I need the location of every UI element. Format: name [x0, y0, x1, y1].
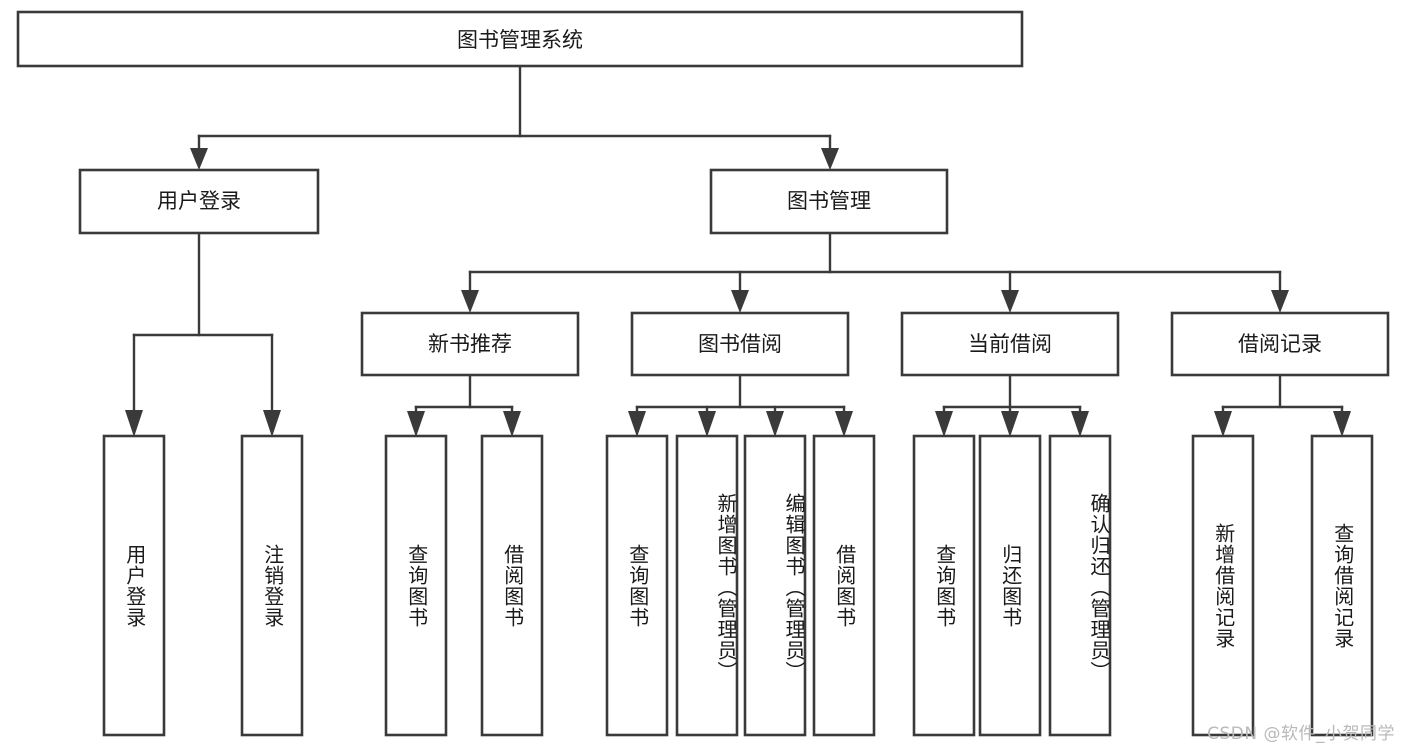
node-user-login[interactable]: [78, 168, 320, 235]
node-current-borrow-label: 当前借阅: [968, 332, 1052, 356]
arrow-head-current-borrow: [1001, 290, 1019, 313]
node-leaf-user-login[interactable]: [102, 434, 166, 737]
arrow-head-leaf-borrow-book-2: [835, 411, 853, 437]
node-leaf-query-record[interactable]: [1310, 434, 1374, 737]
node-borrow-record[interactable]: [1170, 311, 1390, 377]
node-leaf-query-book-2[interactable]: [605, 434, 669, 737]
node-leaf-return-book[interactable]: [978, 434, 1042, 737]
node-leaf-query-book-1[interactable]: [384, 434, 448, 737]
arrow-head-leaf-user-logout: [263, 410, 281, 437]
node-leaf-add-record[interactable]: [1191, 434, 1255, 737]
node-leaf-edit-book[interactable]: [743, 434, 807, 737]
arrow-head-book-borrow: [731, 290, 749, 313]
node-leaf-confirm-return[interactable]: [1048, 434, 1112, 737]
arrow-head-leaf-edit-book: [766, 411, 784, 437]
node-leaf-add-book[interactable]: [675, 434, 739, 737]
arrow-head-leaf-confirm-return: [1071, 411, 1089, 437]
node-user-login-label: 用户登录: [157, 189, 241, 213]
arrow-head-leaf-query-book-2: [628, 411, 646, 437]
arrow-head-leaf-query-book-3: [935, 411, 953, 437]
node-leaf-user-logout[interactable]: [240, 434, 304, 737]
node-new-book-recommend-label: 新书推荐: [428, 332, 512, 356]
node-leaf-borrow-book-1[interactable]: [480, 434, 544, 737]
watermark-text: CSDN @软件_小贺同学: [1207, 724, 1395, 744]
node-book-manage-label: 图书管理: [787, 189, 871, 213]
node-root-label: 图书管理系统: [457, 28, 583, 52]
arrow-head-leaf-borrow-book-1: [503, 411, 521, 437]
node-book-borrow[interactable]: [630, 311, 850, 377]
arrow-head-leaf-add-record: [1214, 411, 1232, 437]
arrow-head-book-manage: [821, 148, 839, 170]
node-leaf-borrow-book-2[interactable]: [812, 434, 876, 737]
arrow-head-leaf-return-book: [1001, 411, 1019, 437]
arrow-head-leaf-user-login: [125, 410, 143, 437]
node-current-borrow[interactable]: [900, 311, 1120, 377]
arrow-head-user-login: [190, 148, 208, 170]
arrow-head-leaf-query-record: [1333, 411, 1351, 437]
node-layer: 图书管理系统 用户登录 图书管理 新书推荐 图书借阅 当前借阅 借阅记录: [16, 10, 1390, 737]
node-borrow-record-label: 借阅记录: [1238, 332, 1322, 356]
node-root[interactable]: [16, 10, 1024, 68]
arrow-head-leaf-add-book: [698, 411, 716, 437]
connector-layer: [125, 64, 1351, 437]
arrow-head-borrow-record: [1271, 290, 1289, 313]
arrow-head-new-book-recommend: [461, 290, 479, 313]
node-book-borrow-label: 图书借阅: [698, 332, 782, 356]
arrow-head-leaf-query-book-1: [407, 411, 425, 437]
node-new-book-recommend[interactable]: [360, 311, 580, 377]
node-book-manage[interactable]: [709, 168, 949, 235]
node-leaf-query-book-3[interactable]: [912, 434, 976, 737]
